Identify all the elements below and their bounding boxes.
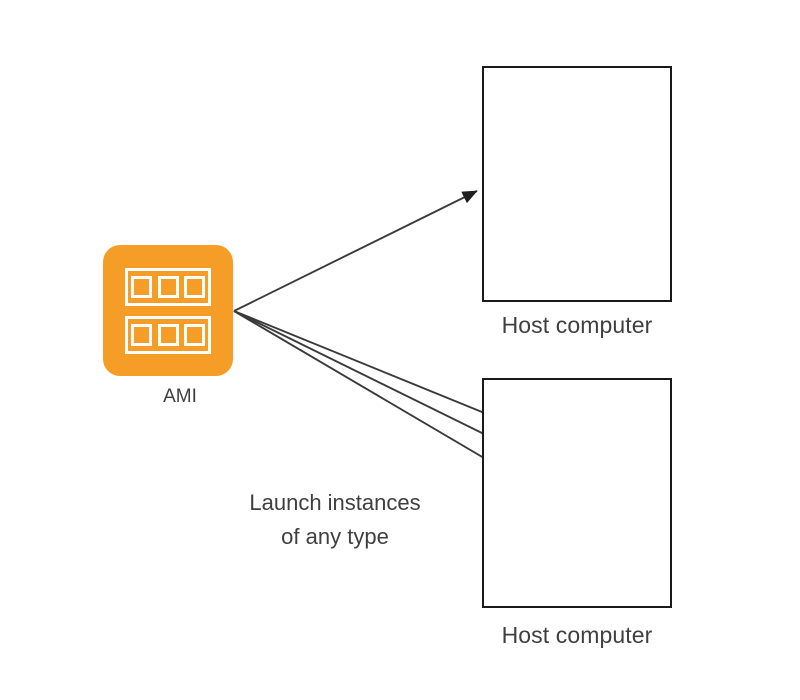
ami-icon-cell bbox=[131, 324, 152, 346]
ami-icon-grid bbox=[125, 268, 211, 354]
ami-icon-row bbox=[125, 268, 211, 306]
ami-label: AMI bbox=[163, 386, 197, 407]
host-computer-caption-bottom: Host computer bbox=[501, 622, 653, 648]
host-computer-box-bottom: Instances bbox=[482, 378, 672, 608]
launch-caption-line-2: of any type bbox=[281, 524, 389, 549]
launch-instances-caption: Launch instances of any type bbox=[185, 486, 485, 554]
ami-icon-cell bbox=[157, 324, 179, 346]
ami-icon-cell bbox=[184, 276, 205, 298]
ami-icon-cell bbox=[157, 276, 179, 298]
ami-grid-icon bbox=[103, 245, 233, 376]
launch-caption-line-1: Launch instances bbox=[249, 490, 421, 515]
ami-icon-row bbox=[125, 316, 211, 354]
host-computer-box-top: Instance bbox=[482, 66, 672, 302]
ami-icon-cell bbox=[184, 324, 205, 346]
host-computer-caption-top: Host computer bbox=[501, 312, 653, 338]
ami-icon-cell bbox=[131, 276, 152, 298]
edge-ami-to-host-top bbox=[233, 190, 478, 312]
